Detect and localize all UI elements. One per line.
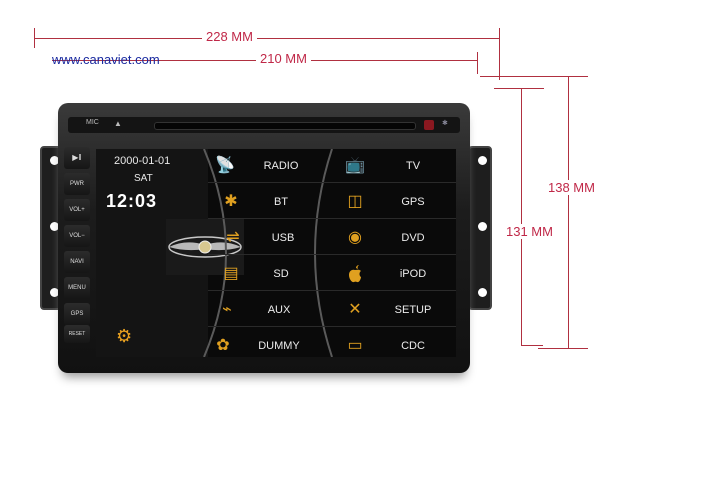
volume-up-button[interactable]: VOL+ xyxy=(64,199,90,221)
menu-label-aux: AUX xyxy=(267,304,291,316)
menu-label-tv: TV xyxy=(405,160,421,172)
menu-item-tv[interactable]: 📺 TV xyxy=(338,151,454,181)
mic-label: MIC xyxy=(86,119,99,126)
menu-item-dummy[interactable]: ✿ DUMMY xyxy=(212,331,324,357)
menu-item-cdc[interactable]: ▭ CDC xyxy=(344,331,454,357)
sd-card-icon: ▤ xyxy=(223,265,239,282)
disc-slot xyxy=(154,122,416,130)
bluetooth-icon: ✱ xyxy=(224,193,238,210)
day-text: SAT xyxy=(134,173,153,184)
outer-width-tick-left xyxy=(34,28,35,48)
inner-height-label: 131 MM xyxy=(502,224,557,239)
outer-height-bottom xyxy=(538,348,588,349)
navi-button[interactable]: NAVI xyxy=(64,251,90,273)
watermark-url: www.canaviet.com xyxy=(52,52,160,67)
inner-width-label: 210 MM xyxy=(256,51,311,66)
power-button[interactable]: PWR xyxy=(64,173,90,195)
inner-width-tick-right xyxy=(477,52,478,74)
date-text: 2000-01-01 xyxy=(114,155,171,167)
play-pause-button[interactable]: ▶‖ xyxy=(64,147,90,169)
menu-item-dvd[interactable]: ◉ DVD xyxy=(336,223,454,253)
dummy-icon: ✿ xyxy=(216,337,230,354)
head-unit: MIC ▲ ✱ ▶‖ PWR VOL+ VOL− NAVI MENU GPS R… xyxy=(58,103,470,373)
side-button-panel: ▶‖ PWR VOL+ VOL− NAVI MENU GPS RESET xyxy=(60,147,90,345)
touch-screen: 2000-01-01 SAT 12:03 ⚙ 📡 RADIO xyxy=(96,149,456,357)
aux-plug-icon: ⌁ xyxy=(222,301,232,318)
bluetooth-indicator-icon: ✱ xyxy=(442,120,448,127)
menu-label-gps: GPS xyxy=(401,196,425,208)
menu-item-sd[interactable]: ▤ SD xyxy=(220,259,324,289)
tools-icon: ✕ xyxy=(348,301,362,318)
reset-button[interactable]: RESET xyxy=(64,325,90,343)
ir-sensor xyxy=(424,120,434,130)
right-mounting-bracket xyxy=(468,146,492,310)
cd-changer-icon: ▭ xyxy=(347,337,363,354)
eject-button[interactable]: ▲ xyxy=(114,119,122,128)
top-strip: MIC ▲ ✱ xyxy=(68,117,460,133)
dvd-icon: ◉ xyxy=(348,229,362,246)
menu-label-ipod: iPOD xyxy=(399,268,427,280)
usb-icon: ⇌ xyxy=(226,229,240,246)
clock-time: 12:03 xyxy=(106,191,158,211)
menu-item-gps[interactable]: ◫ GPS xyxy=(338,187,454,217)
menu-item-usb[interactable]: ⇌ USB xyxy=(222,223,326,253)
tv-icon: 📺 xyxy=(345,157,365,174)
outer-height-label: 138 MM xyxy=(544,180,599,195)
menu-item-radio[interactable]: 📡 RADIO xyxy=(214,151,324,181)
menu-label-sd: SD xyxy=(273,268,289,280)
clock-panel: 2000-01-01 SAT 12:03 ⚙ xyxy=(96,149,208,357)
menu-item-bt[interactable]: ✱ BT xyxy=(220,187,324,217)
outer-height-top xyxy=(480,76,588,77)
menu-label-bt: BT xyxy=(273,196,289,208)
menu-item-aux[interactable]: ⌁ AUX xyxy=(216,295,324,325)
menu-label-setup: SETUP xyxy=(394,304,432,316)
outer-width-line xyxy=(34,38,500,39)
divider-arc-right xyxy=(314,149,333,357)
menu-label-dvd: DVD xyxy=(401,232,425,244)
gps-button[interactable]: GPS xyxy=(64,303,90,325)
menu-item-setup[interactable]: ✕ SETUP xyxy=(340,295,454,325)
menu-label-cdc: CDC xyxy=(401,340,425,352)
gps-icon: ◫ xyxy=(347,193,363,210)
divider-arc-left xyxy=(203,149,227,357)
menu-item-ipod[interactable]: iPOD xyxy=(338,259,454,289)
volume-down-button[interactable]: VOL− xyxy=(64,225,90,247)
settings-gear-icon[interactable]: ⚙ xyxy=(116,326,133,346)
menu-label-usb: USB xyxy=(271,232,295,244)
outer-width-tick-right xyxy=(499,28,500,80)
menu-button[interactable]: MENU xyxy=(64,277,90,299)
apple-icon xyxy=(344,263,366,285)
inner-height-top xyxy=(494,88,544,89)
inner-height-line xyxy=(521,88,522,346)
chrysler-logo-icon xyxy=(166,219,244,275)
menu-label-radio: RADIO xyxy=(263,160,299,172)
satellite-dish-icon: 📡 xyxy=(215,157,235,174)
inner-height-bottom xyxy=(521,345,543,346)
outer-width-label: 228 MM xyxy=(202,29,257,44)
menu-label-dummy: DUMMY xyxy=(258,340,300,352)
outer-height-line xyxy=(568,76,569,348)
